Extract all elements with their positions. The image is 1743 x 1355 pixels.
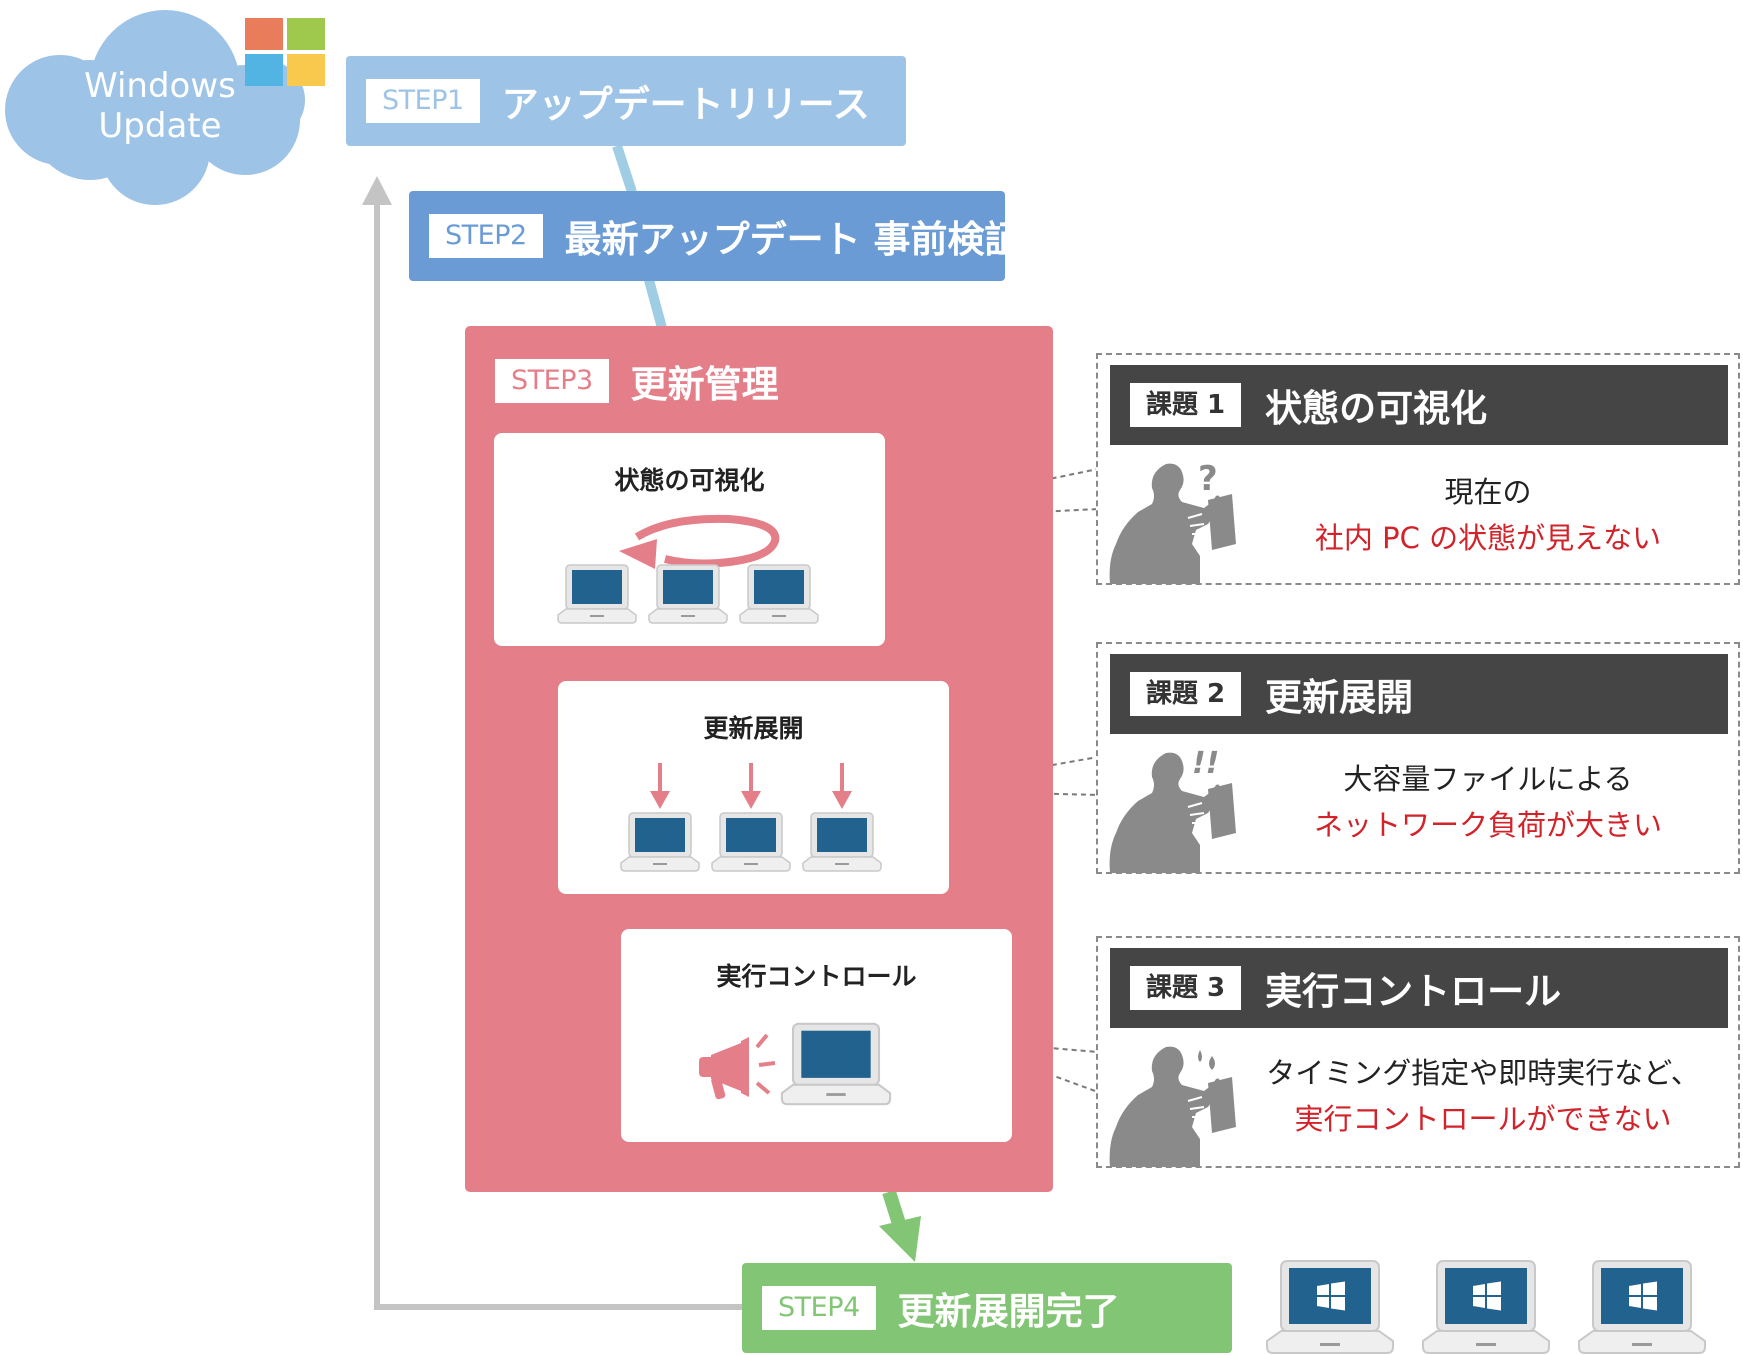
cloud-label-line2: Update: [98, 106, 222, 146]
issue-line2: 社内 PC の状態が見えない: [1314, 521, 1662, 555]
step1-tag: STEP1: [366, 79, 480, 123]
issue-description: タイミング指定や即時実行など、 実行コントロールができない: [1248, 1050, 1718, 1142]
laptop-icon: [738, 563, 820, 625]
step2-title: 最新アップデート 事前検証: [564, 218, 1022, 261]
windows-laptop-icon: [1421, 1259, 1551, 1355]
issue-tag: 課題 2: [1130, 672, 1242, 716]
laptop-icon: [779, 1021, 893, 1107]
card-deployment-title: 更新展開: [703, 714, 804, 743]
issue-title: 実行コントロール: [1265, 970, 1562, 1013]
card-execution-control: 実行コントロール: [621, 929, 1012, 1142]
question-mark-icon: ?: [1198, 459, 1218, 499]
step3-title: 更新管理: [630, 363, 779, 406]
laptop-icon: [647, 563, 729, 625]
down-arrow-icon: [650, 763, 670, 809]
issue-header: 課題 3 実行コントロール: [1110, 948, 1728, 1028]
issue-panel-1: 課題 1 状態の可視化 ? 現在の 社内 PC の状態が見えない: [1096, 353, 1740, 585]
issue-header: 課題 2 更新展開: [1110, 654, 1728, 734]
card-deployment: 更新展開: [558, 681, 949, 894]
step3-tag: STEP3: [495, 359, 609, 403]
laptop-icon: [801, 811, 883, 873]
step2-tag: STEP2: [429, 214, 543, 258]
step1-title: アップデートリリース: [501, 83, 870, 126]
issue-line2: ネットワーク負荷が大きい: [1313, 808, 1662, 842]
step3-header: STEP3 更新管理: [495, 354, 779, 408]
windows-logo-icon: [245, 18, 325, 86]
issue-title: 更新展開: [1265, 676, 1414, 719]
issue-description: 大容量ファイルによる ネットワーク負荷が大きい: [1258, 756, 1718, 848]
cloud-label-line1: Windows: [84, 66, 236, 106]
issue-panel-3: 課題 3 実行コントロール タイミング指定や即時実行など、 実行コントロールがで…: [1096, 936, 1740, 1168]
step4-tag: STEP4: [762, 1286, 876, 1330]
step4-title: 更新展開完了: [897, 1290, 1120, 1333]
megaphone-icon: [699, 1033, 776, 1100]
issue-panel-2: 課題 2 更新展開 !! 大容量ファイルによる ネットワーク負荷が大きい: [1096, 642, 1740, 874]
laptop-icon: [710, 811, 792, 873]
issue-line2: 実行コントロールができない: [1294, 1102, 1672, 1136]
step3-panel: STEP3 更新管理 状態の可視化 更新展開 実行コントロール: [465, 326, 1053, 1192]
laptop-icon: [619, 811, 701, 873]
rotation-arrow-icon: [619, 514, 780, 569]
issue-description: 現在の 社内 PC の状態が見えない: [1258, 469, 1718, 561]
windows-laptop-icon: [1577, 1259, 1707, 1355]
exclamation-icon: !!: [1192, 746, 1220, 781]
step1-bar: STEP1 アップデートリリース: [346, 56, 906, 146]
cloud-shape: [5, 10, 305, 205]
issue-line1: 現在の: [1444, 475, 1532, 509]
card-visibility: 状態の可視化: [494, 433, 885, 646]
issue-header: 課題 1 状態の可視化: [1110, 365, 1728, 445]
cloud-label: Windows Update: [55, 66, 265, 146]
card-visibility-title: 状態の可視化: [614, 466, 765, 495]
issue-line1: 大容量ファイルによる: [1343, 762, 1633, 796]
windows-laptop-icon: [1265, 1259, 1395, 1355]
issue-tag: 課題 1: [1130, 383, 1242, 427]
card-execution-control-title: 実行コントロール: [716, 962, 917, 991]
down-arrow-icon: [741, 763, 761, 809]
issue-title: 状態の可視化: [1265, 387, 1488, 430]
sweat-drops-icon: [1198, 1050, 1215, 1070]
down-arrow-icon: [832, 763, 852, 809]
laptop-icon: [556, 563, 638, 625]
step4-bar: STEP4 更新展開完了: [742, 1263, 1232, 1353]
step2-bar: STEP2 最新アップデート 事前検証: [409, 191, 1022, 281]
confused-person-icon: [1108, 460, 1238, 585]
issue-line1: タイミング指定や即時実行など、: [1266, 1056, 1700, 1090]
issue-tag: 課題 3: [1130, 966, 1242, 1010]
